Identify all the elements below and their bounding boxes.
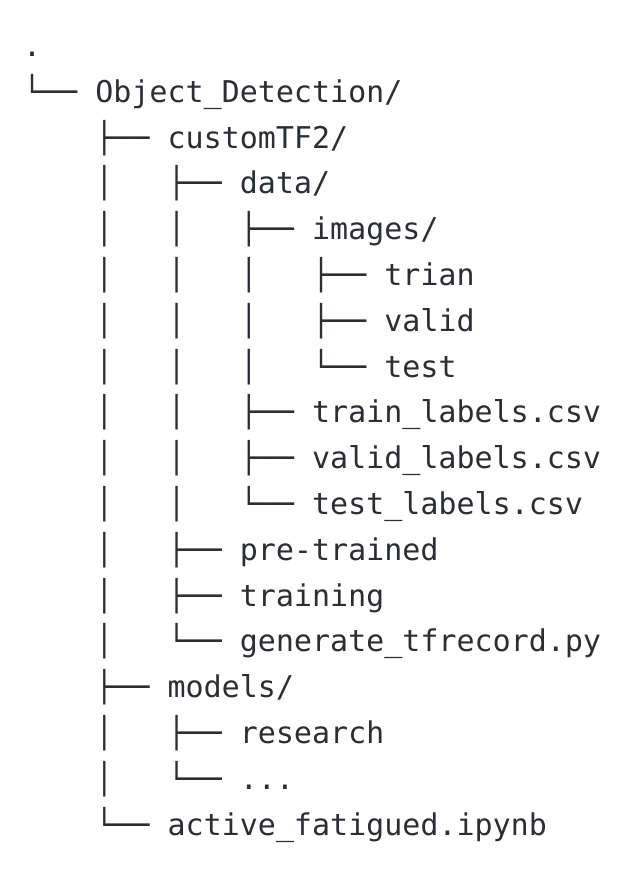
tree-line: │ │ ├── images/ xyxy=(23,212,439,248)
tree-line: │ │ ├── train_labels.csv xyxy=(23,395,601,431)
tree-line: │ │ │ ├── valid xyxy=(23,303,475,339)
tree-line: │ └── ... xyxy=(23,761,294,797)
tree-line: │ │ │ └── test xyxy=(23,349,457,385)
tree-line: . xyxy=(23,29,42,64)
tree-line: │ │ ├── valid_labels.csv xyxy=(23,441,601,477)
tree-line: │ ├── training xyxy=(23,578,385,614)
tree-line: ├── customTF2/ xyxy=(23,120,349,156)
tree-line: ├── models/ xyxy=(23,670,294,706)
tree-line: │ └── generate_tfrecord.py xyxy=(23,624,601,660)
tree-line: └── Object_Detection/ xyxy=(23,74,403,110)
tree-line: │ ├── data/ xyxy=(23,166,331,202)
tree-line: │ ├── research xyxy=(23,715,385,751)
tree-line: │ ├── pre-trained xyxy=(23,532,439,568)
tree-line: │ │ │ ├── trian xyxy=(23,257,475,293)
tree-line: └── active_fatigued.ipynb xyxy=(23,807,547,843)
directory-tree-listing: . └── Object_Detection/ ├── customTF2/ │ … xyxy=(23,24,601,848)
tree-line: │ │ └── test_labels.csv xyxy=(23,486,583,522)
